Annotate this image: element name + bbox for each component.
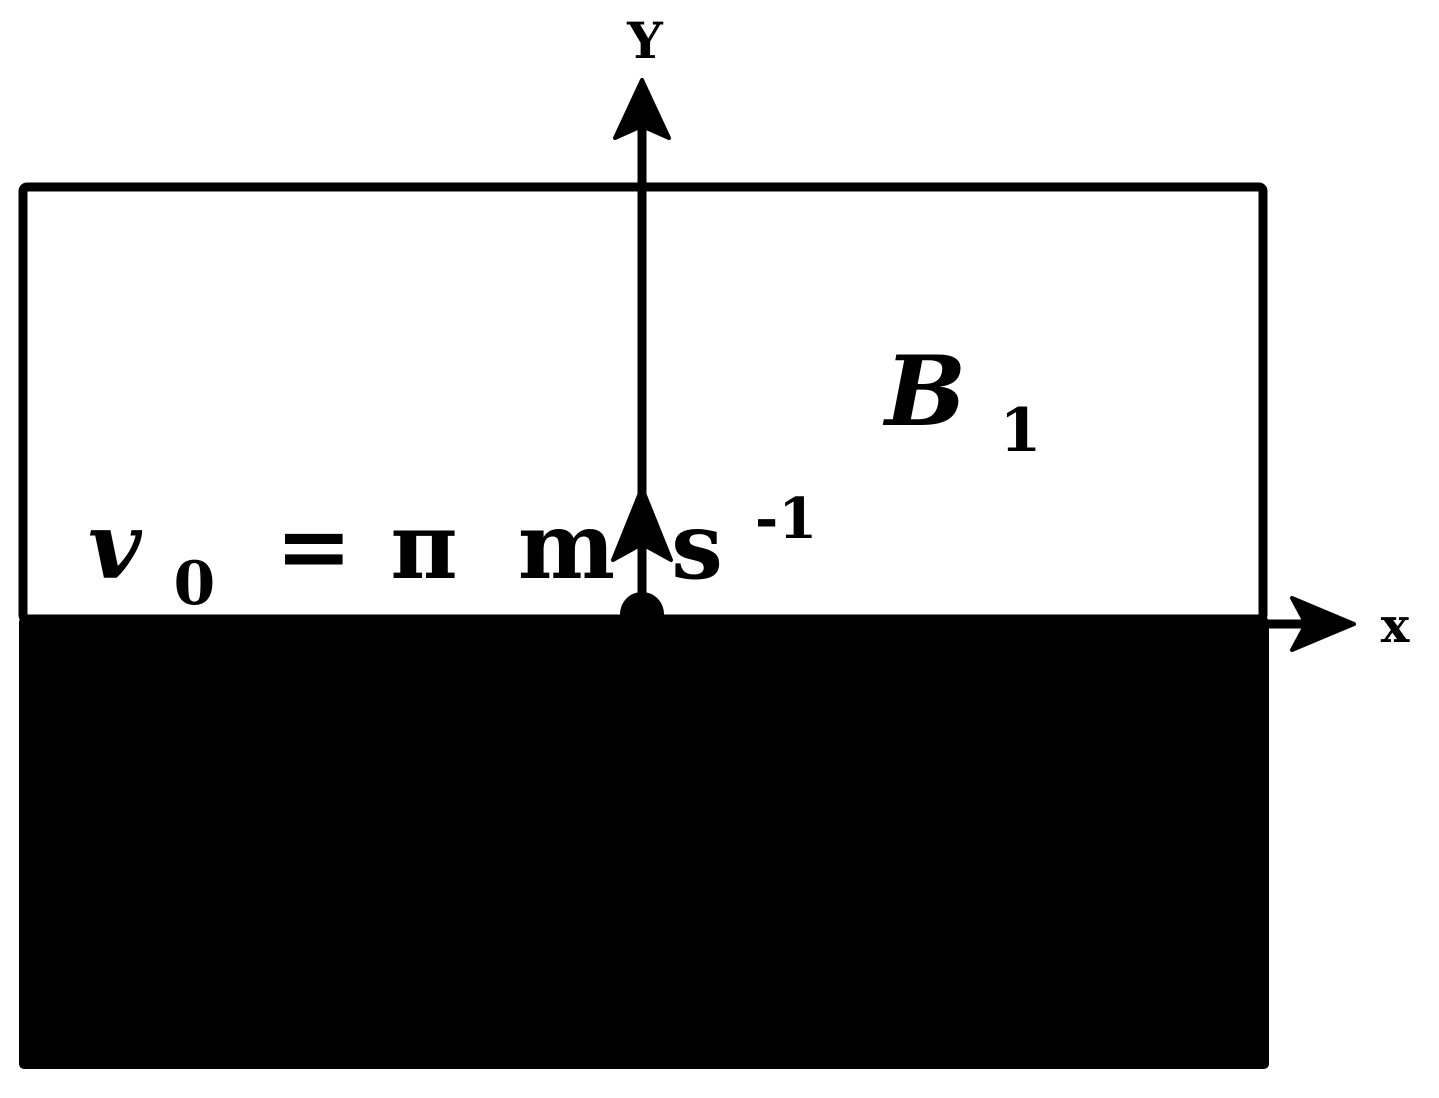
velocity-arrowhead (611, 486, 673, 562)
field-label-symbol: B (882, 335, 966, 448)
velocity-unit-m: m (518, 492, 615, 600)
velocity-unit-s: s (671, 492, 723, 600)
field-label-subscript: 1 (1000, 396, 1042, 466)
velocity-unit-exponent: -1 (755, 486, 817, 552)
velocity-equals: = (275, 492, 352, 600)
velocity-symbol: v (88, 492, 143, 600)
x-axis-label: x (1381, 598, 1410, 654)
x-axis-arrowhead (1290, 596, 1356, 652)
velocity-subscript: 0 (174, 549, 216, 619)
velocity-label: v 0 = π m s -1 (88, 486, 817, 626)
velocity-value: π (390, 492, 457, 600)
lower-solid-region (19, 617, 1269, 1069)
y-axis-arrowhead (613, 78, 671, 140)
origin-particle (620, 592, 664, 636)
y-axis-label: Y (626, 11, 664, 70)
field-label: B 1 (882, 335, 1041, 466)
